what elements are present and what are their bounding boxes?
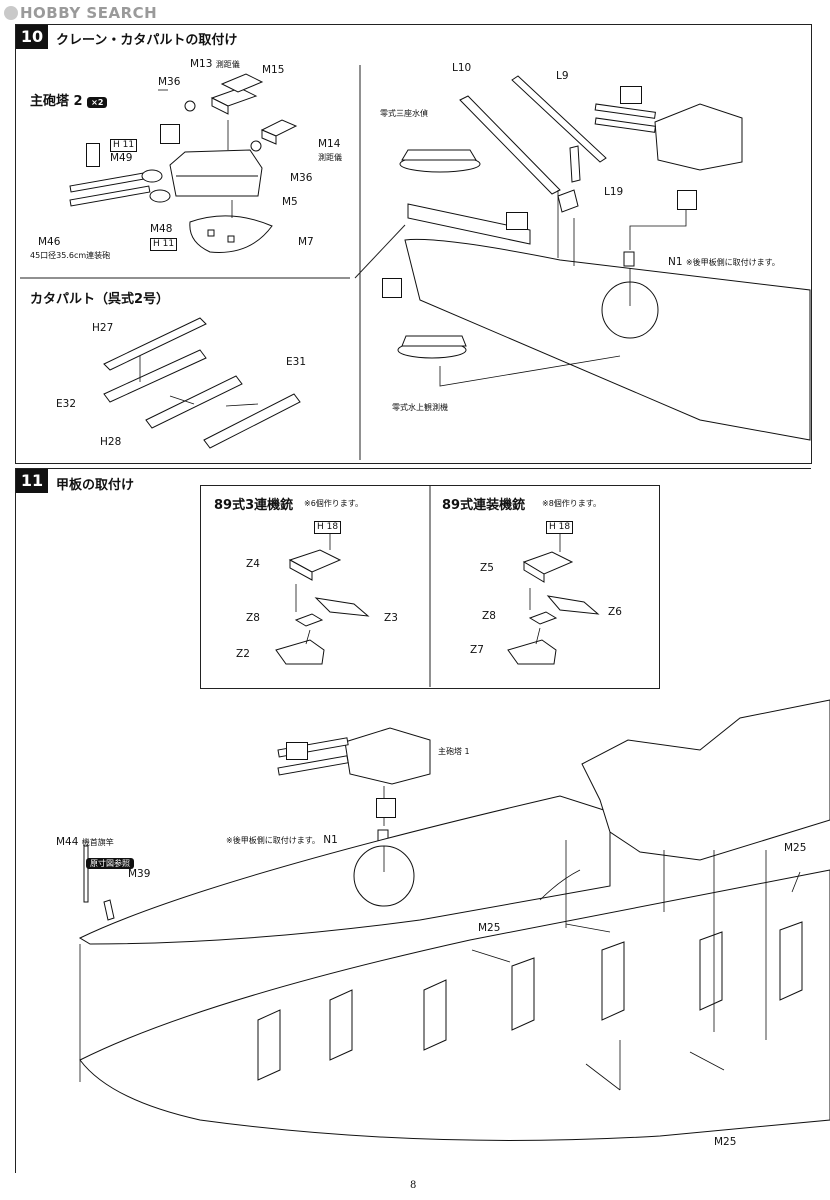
watermark-logo-icon xyxy=(4,6,18,20)
m36-label-b: M36 xyxy=(290,172,313,184)
m39-label: M39 xyxy=(128,868,151,880)
h18-label-b: H 18 xyxy=(546,520,574,534)
z3-label: Z3 xyxy=(384,612,398,624)
m36-label-a: M36 xyxy=(158,76,181,88)
m46-note: 45口径35.6cm連装砲 xyxy=(30,251,111,260)
page-number: 8 xyxy=(410,1180,417,1191)
step10-title: クレーン・カタパルトの取付け xyxy=(56,33,238,48)
z4-label: Z4 xyxy=(246,558,260,570)
z5-label: Z5 xyxy=(480,562,494,574)
inset2-note: ※8個作ります。 xyxy=(542,499,601,508)
step11-frame xyxy=(15,468,811,1173)
turret1-flip-icon xyxy=(286,742,308,760)
seaplane2-label: 零式水上観測機 xyxy=(392,403,448,412)
h27-label: H27 xyxy=(92,322,114,334)
e31-label: E31 xyxy=(286,356,306,368)
turret1-cement-icon xyxy=(376,798,396,818)
h11-label-a: H 11 xyxy=(110,138,138,152)
turret2-rotate-icon xyxy=(86,143,100,167)
z2-label: Z2 xyxy=(236,648,250,660)
step11-number: 11 xyxy=(16,469,48,493)
m15-label: M15 xyxy=(262,64,285,76)
h11-label-b: H 11 xyxy=(150,237,178,251)
m25-label-c: M25 xyxy=(714,1136,737,1148)
step11-title: 甲板の取付け xyxy=(56,478,135,493)
z6-label: Z6 xyxy=(608,606,622,618)
l9-label: L9 xyxy=(556,70,569,82)
h28-label: H28 xyxy=(100,436,122,448)
n1-label-step11: ※後甲板側に取付けます。 N1 xyxy=(226,834,338,846)
deck-cement-icon xyxy=(382,278,402,298)
m14-note: 測距儀 xyxy=(318,153,342,162)
h18-label-a: H 18 xyxy=(314,520,342,534)
seaplane1-label: 零式三座水偵 xyxy=(380,109,428,118)
aft-turret-flip-icon xyxy=(620,86,642,104)
m49-label: M49 xyxy=(110,152,133,164)
m48-label: M48 xyxy=(150,223,173,235)
z8-label-b: Z8 xyxy=(482,610,496,622)
step10-number: 10 xyxy=(16,25,48,49)
inset1-title: 89式3連機銃 xyxy=(214,498,294,513)
m25-label-a: M25 xyxy=(784,842,807,854)
rail-flip-icon xyxy=(506,212,528,230)
m25-label-b: M25 xyxy=(478,922,501,934)
turret1-label: 主砲塔 1 xyxy=(438,747,470,756)
l19-label: L19 xyxy=(604,186,624,198)
e32-label: E32 xyxy=(56,398,76,410)
hobby-search-watermark: HOBBY SEARCH xyxy=(4,4,157,22)
z8-label-a: Z8 xyxy=(246,612,260,624)
turret2-qty-badge: ×2 xyxy=(87,97,108,108)
m44-label: M44 機首旗竿 xyxy=(56,836,114,848)
step10-frame xyxy=(15,24,812,464)
m5-label: M5 xyxy=(282,196,298,208)
n1-label: N1 ※後甲板側に取付けます。 xyxy=(668,256,780,268)
aft-turret-cement-icon xyxy=(677,190,697,210)
actual-size-ref-badge: 原寸図参照 xyxy=(86,851,134,870)
l10-label: L10 xyxy=(452,62,472,74)
z7-label: Z7 xyxy=(470,644,484,656)
m14-label: M14 xyxy=(318,138,341,150)
catapult-heading: カタパルト（呉式2号） xyxy=(30,292,170,307)
m46-label: M46 xyxy=(38,236,61,248)
inset1-note: ※6個作ります。 xyxy=(304,499,363,508)
m13-label: M13 測距儀 xyxy=(190,58,240,70)
m7-label: M7 xyxy=(298,236,314,248)
turret2-heading: 主砲塔 2 ×2 xyxy=(30,90,108,109)
inset2-title: 89式連装機銃 xyxy=(442,498,526,513)
cement-icon xyxy=(160,124,180,144)
